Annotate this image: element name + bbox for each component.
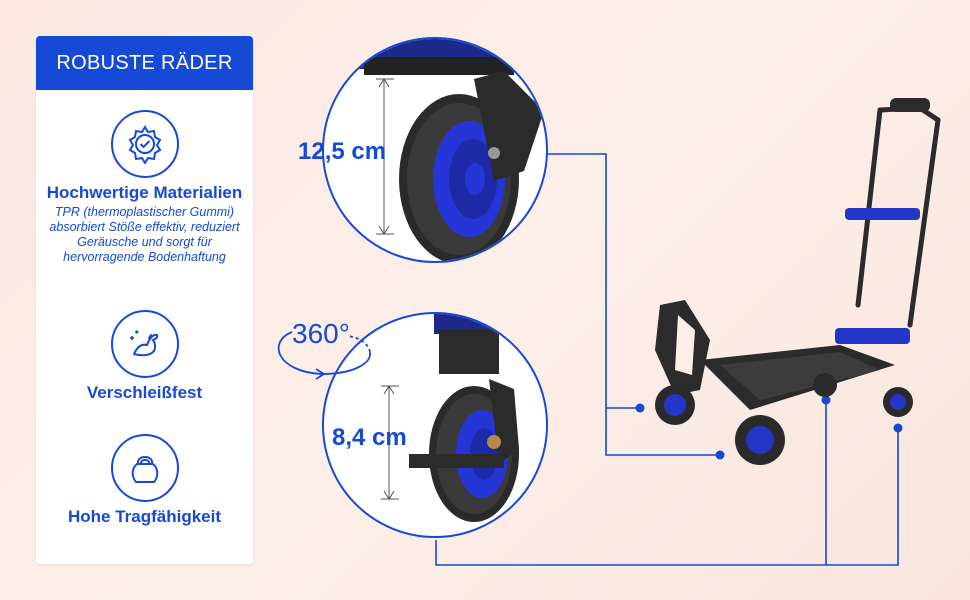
kettlebell-icon [110,434,179,502]
feature-materials: Hochwertige Materialien TPR (thermoplast… [36,110,253,265]
connector-dot [893,423,903,433]
flexed-arm-icon [110,310,179,378]
small-wheel-closeup [322,312,548,538]
rotation-label: 360° [292,318,350,349]
feature-title: Hochwertige Materialien [46,183,243,202]
panel-header: ROBUSTE RÄDER [36,36,253,90]
feature-title: Verschleißfest [86,383,203,402]
connector-dot [715,450,725,460]
feature-load: Hohe Tragfähigkeit [36,434,253,525]
hand-truck-image [655,98,941,465]
feature-wear: Verschleißfest [36,310,253,401]
small-wheel-height-label: 8,4 cm [332,424,407,451]
connector-dot [821,395,831,405]
gear-check-icon [110,110,179,178]
connector-dot [635,403,645,413]
feature-panel: ROBUSTE RÄDER Hochwertige Materialien TP… [36,36,253,564]
feature-title: Hohe Tragfähigkeit [67,507,222,526]
large-wheel-height-label: 12,5 cm [298,138,387,165]
feature-description: TPR (thermoplastischer Gummi) absorbiert… [49,205,240,264]
rotation-arrow-icon [277,331,371,380]
